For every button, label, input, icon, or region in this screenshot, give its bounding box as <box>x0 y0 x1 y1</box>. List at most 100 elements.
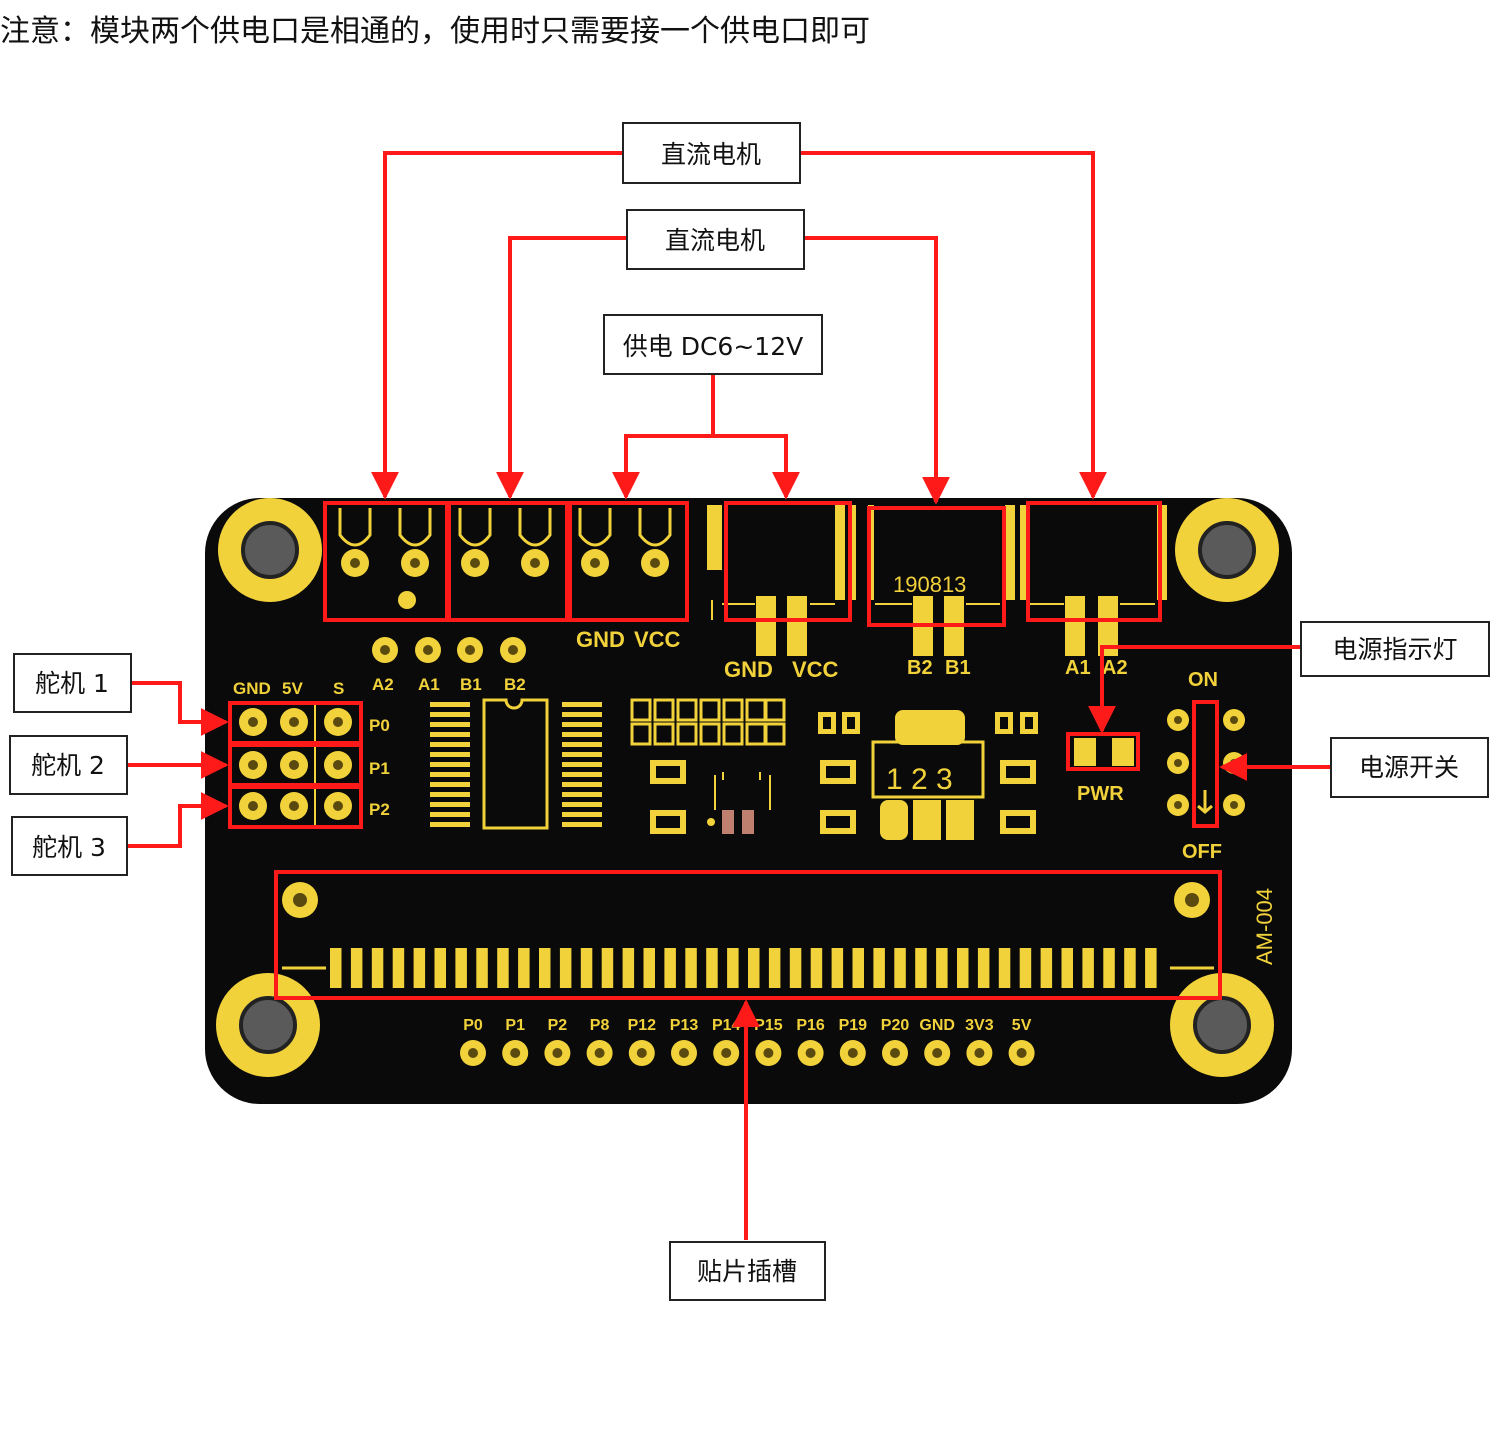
callout-edge-slot-label: 贴片插槽 <box>697 1257 797 1286</box>
header-label-5v: 5V <box>282 679 303 698</box>
mount-hole-top-left <box>218 498 322 602</box>
edge-finger <box>831 948 844 988</box>
bottom-pin-hole <box>679 1048 689 1058</box>
driver-chip <box>430 698 602 830</box>
bottom-pin-hole <box>468 1048 478 1058</box>
bottom-pin-label: P14 <box>712 1017 741 1034</box>
bottom-pin-label: P12 <box>628 1017 657 1034</box>
resistor-array <box>630 698 786 746</box>
edge-finger <box>455 948 467 988</box>
bottom-pin-hole <box>932 1048 943 1058</box>
bottom-pin-label: GND <box>919 1017 955 1034</box>
edge-finger <box>957 948 969 988</box>
bottom-pin-label: P0 <box>463 1017 483 1034</box>
callout-power-switch-label: 电源开关 <box>1359 753 1459 782</box>
bottom-pin-hole <box>594 1048 605 1058</box>
terminal-label-vcc: VCC <box>634 627 681 652</box>
note-text: 注意：模块两个供电口是相通的，使用时只需要接一个供电口即可 <box>0 14 870 49</box>
bottom-pin-label: P20 <box>881 1017 910 1034</box>
edge-finger <box>601 948 614 988</box>
highlight-motor-terminal-2 <box>447 501 569 622</box>
callout-power-switch: 电源开关 <box>1330 737 1489 798</box>
bottom-pin-hole <box>636 1048 647 1058</box>
edge-finger <box>539 948 551 988</box>
switch-label-on: ON <box>1188 669 1218 691</box>
jack-label-b1: B1 <box>945 657 971 679</box>
callout-servo-3-label: 舵机 3 <box>32 833 106 862</box>
edge-finger <box>685 948 697 988</box>
callout-servo-3: 舵机 3 <box>11 816 128 876</box>
edge-finger <box>1124 948 1136 988</box>
edge-finger <box>643 948 655 988</box>
edge-finger <box>915 948 927 988</box>
highlight-dc-jack-power <box>724 501 852 622</box>
edge-finger <box>1019 948 1032 988</box>
bottom-pin-label: P15 <box>754 1017 783 1034</box>
callout-servo-2-label: 舵机 2 <box>31 751 105 780</box>
edge-finger <box>977 948 990 988</box>
callout-dc-motor-2: 直流电机 <box>626 209 805 270</box>
edge-finger <box>894 948 906 988</box>
bottom-pin-label: P8 <box>590 1017 610 1034</box>
callout-power-supply: 供电 DC6~12V <box>603 314 823 375</box>
model-label: AM-004 <box>1252 888 1277 965</box>
callout-servo-1: 舵机 1 <box>13 653 132 713</box>
edge-finger <box>768 948 781 988</box>
date-code: 190813 <box>893 572 966 597</box>
bottom-pin-hole <box>805 1048 816 1058</box>
dc-jack-label-gnd: GND <box>724 657 773 682</box>
callout-dc-motor-1-label: 直流电机 <box>661 140 761 169</box>
callout-leaders <box>127 151 1331 1240</box>
pwr-led <box>1074 738 1134 766</box>
edge-finger <box>852 948 864 988</box>
bottom-pin-hole <box>763 1048 774 1058</box>
highlight-boxes <box>228 501 1222 1000</box>
callout-edge-slot: 贴片插槽 <box>669 1241 826 1301</box>
pad-label-b1: B1 <box>460 675 482 694</box>
edge-finger <box>350 948 363 988</box>
mount-hole-top-right <box>1175 498 1279 602</box>
edge-finger <box>413 948 426 988</box>
edge-finger <box>936 948 948 988</box>
edge-finger <box>1082 948 1094 988</box>
jack-label-a2: A2 <box>1102 657 1128 679</box>
bottom-pin-hole <box>1016 1048 1027 1058</box>
callout-servo-1-label: 舵机 1 <box>35 669 109 698</box>
edge-finger <box>497 948 509 988</box>
callout-power-supply-label: 供电 DC6~12V <box>623 332 803 361</box>
bottom-pin-label: P13 <box>670 1017 699 1034</box>
terminal-label-gnd: GND <box>576 627 625 652</box>
edge-finger <box>748 948 760 988</box>
terminal-blocks <box>338 508 672 547</box>
edge-connector-slot <box>282 882 1214 988</box>
callout-servo-2: 舵机 2 <box>9 735 128 795</box>
switch-label-off: OFF <box>1182 841 1222 863</box>
regulator-pins: 1 2 3 <box>886 763 953 796</box>
edge-finger <box>518 948 530 988</box>
highlight-edge-slot <box>274 870 1222 1000</box>
bottom-pin-label: P2 <box>548 1017 568 1034</box>
bottom-pin-label: P19 <box>839 1017 868 1034</box>
bottom-pin-label: 5V <box>1012 1017 1032 1034</box>
edge-finger <box>998 948 1011 988</box>
bottom-pin-hole <box>552 1048 563 1058</box>
servo-row-label-p2: P2 <box>369 800 390 819</box>
callout-dc-motor-1: 直流电机 <box>622 122 801 184</box>
highlight-power-switch <box>1192 700 1219 828</box>
highlight-servo-3 <box>228 785 363 829</box>
edge-finger <box>580 948 593 988</box>
servo-row-label-p0: P0 <box>369 716 390 735</box>
edge-connector-fingers <box>330 948 1157 988</box>
edge-finger <box>789 948 802 988</box>
edge-finger <box>873 948 885 988</box>
callout-power-indicator-label: 电源指示灯 <box>1332 635 1457 664</box>
pwr-label: PWR <box>1077 783 1124 805</box>
pad-label-a2: A2 <box>372 675 394 694</box>
highlight-dc-jack-b <box>867 506 1006 627</box>
jack-label-b2: B2 <box>907 657 933 679</box>
edge-finger <box>664 948 676 988</box>
motor-pads <box>372 637 526 663</box>
edge-finger <box>371 948 384 988</box>
